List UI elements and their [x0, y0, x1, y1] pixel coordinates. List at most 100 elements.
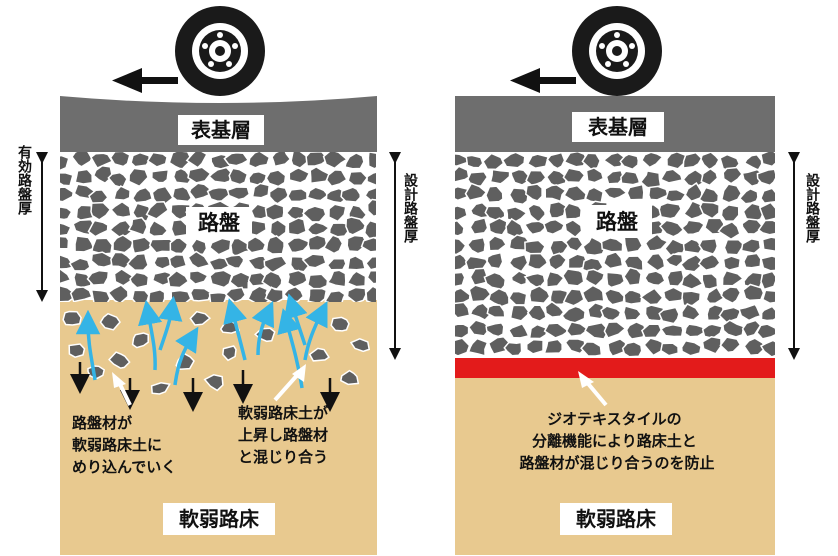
stone — [150, 382, 171, 395]
stone — [700, 152, 720, 171]
stone — [360, 236, 376, 253]
stone — [639, 287, 664, 306]
stone — [723, 238, 745, 256]
stone — [600, 237, 624, 253]
stone — [587, 301, 605, 320]
right-note-geotextile: ジオテキスタイルの 分離機能により路床土と 路盤材が混じり合うのを防止 — [519, 410, 714, 472]
stone — [623, 289, 643, 305]
stone — [487, 287, 510, 308]
stone — [169, 237, 189, 255]
stone — [246, 235, 267, 254]
stone — [489, 168, 511, 185]
right-direction-arrow-icon — [510, 68, 576, 93]
stone — [757, 219, 775, 236]
stone — [309, 166, 332, 185]
stone — [643, 337, 664, 357]
right-wheel-icon — [572, 6, 662, 96]
stone — [189, 310, 212, 326]
stone — [545, 169, 568, 187]
stone — [544, 300, 565, 318]
stone — [271, 152, 292, 168]
stone — [621, 341, 643, 358]
stone — [365, 285, 376, 302]
stone — [487, 217, 508, 236]
stone — [74, 168, 94, 185]
stone — [603, 321, 627, 339]
stone — [60, 154, 70, 172]
left-soil-rising-arrows — [75, 293, 328, 389]
left-surface-label-box — [178, 115, 264, 145]
stone — [151, 168, 170, 184]
stone — [759, 339, 775, 358]
stone — [701, 272, 719, 290]
stone — [264, 286, 284, 302]
stone — [113, 185, 131, 201]
left-subgrade-label-box — [163, 503, 275, 535]
stone — [602, 251, 624, 270]
stone — [468, 284, 492, 303]
stone — [92, 165, 113, 185]
stone — [562, 268, 585, 287]
stone — [717, 220, 741, 241]
stone — [505, 206, 528, 223]
right-note-pointer — [578, 371, 608, 407]
stone — [301, 253, 327, 269]
right-geotextile-layer — [455, 358, 775, 378]
stone — [322, 234, 344, 255]
left-base-stones — [60, 152, 376, 302]
stone — [269, 219, 287, 240]
stone — [664, 188, 687, 203]
stone — [247, 152, 271, 169]
stone — [508, 187, 529, 206]
stone — [659, 168, 684, 184]
stone — [648, 185, 669, 201]
left-subgrade-label: 軟弱路床 — [179, 507, 260, 531]
stone — [326, 258, 347, 271]
stone — [208, 166, 233, 184]
stone — [485, 185, 504, 203]
stone — [585, 167, 605, 184]
right-base-label: 路盤 — [596, 210, 639, 234]
stone — [71, 152, 93, 168]
stone — [743, 153, 763, 172]
stone — [526, 252, 549, 270]
stone — [366, 270, 376, 285]
stone — [700, 167, 719, 187]
right-panel: 表基層 路盤 ジオテキスタイルの 分離機能により路床土と 路盤材が混じり合うのを… — [455, 6, 820, 555]
right-surface-label-box — [572, 112, 664, 142]
right-subgrade-label-box — [560, 503, 672, 535]
stone — [607, 338, 627, 358]
stone — [339, 369, 360, 386]
stone — [465, 154, 484, 169]
stone — [660, 342, 679, 357]
stone — [346, 286, 367, 302]
stone — [760, 187, 775, 204]
stone — [600, 305, 622, 322]
stone — [740, 238, 762, 255]
stone — [247, 285, 271, 302]
left-aggregate-sinking-arrows — [70, 362, 340, 412]
stone — [469, 216, 489, 235]
stone — [684, 323, 706, 338]
stone — [346, 255, 367, 271]
stone — [528, 285, 551, 304]
stone — [170, 203, 191, 221]
stone — [226, 186, 251, 201]
stone — [680, 219, 706, 236]
stone — [455, 301, 471, 319]
stone — [171, 186, 193, 203]
stone — [722, 319, 745, 338]
stone — [60, 172, 74, 187]
stone — [760, 270, 775, 291]
stone — [90, 251, 114, 268]
stone — [90, 152, 114, 169]
stone — [261, 270, 283, 290]
stone — [265, 169, 287, 188]
stone — [485, 322, 505, 338]
stone — [563, 202, 582, 220]
stone — [286, 269, 308, 288]
stone — [99, 312, 121, 331]
stone — [561, 305, 586, 325]
stone — [526, 304, 547, 322]
